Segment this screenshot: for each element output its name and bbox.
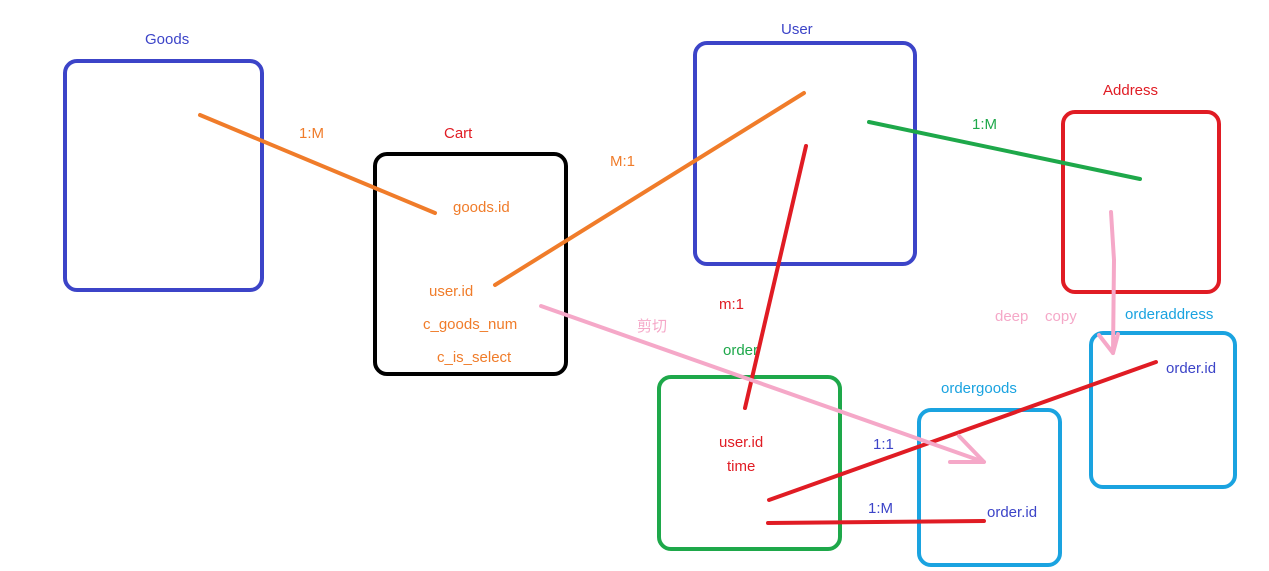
order-box	[657, 375, 842, 551]
cart-field-user-id: user.id	[429, 283, 473, 300]
order-title: order	[723, 342, 758, 359]
relation-label-cart-user: M:1	[610, 153, 635, 170]
arrow-cart-to-order	[539, 304, 986, 464]
goods-box	[63, 59, 264, 292]
cart-field-goods-id: goods.id	[453, 199, 510, 216]
connector-order-ordergoods	[766, 519, 986, 525]
cart-field-is-select: c_is_select	[437, 349, 512, 366]
address-title: Address	[1103, 82, 1158, 99]
connector-user-address	[867, 120, 1142, 181]
ordergoods-field-order-id: order.id	[987, 504, 1037, 521]
orderaddress-title: orderaddress	[1125, 306, 1213, 323]
relation-label-order-orderaddress: 1:1	[873, 436, 894, 453]
connector-cart-user	[493, 91, 806, 287]
relation-label-goods-cart: 1:M	[299, 125, 324, 142]
address-box	[1061, 110, 1221, 294]
relation-label-cart-to-order: 剪切	[637, 318, 667, 335]
connector-order-user	[743, 144, 808, 410]
order-field-time: time	[727, 458, 755, 475]
orderaddress-field-order-id: order.id	[1166, 360, 1216, 377]
connector-order-orderaddress	[767, 360, 1158, 502]
goods-title: Goods	[145, 31, 189, 48]
user-title: User	[781, 21, 813, 38]
ordergoods-box	[917, 408, 1062, 567]
cart-box	[373, 152, 568, 376]
arrow-address-to-orderaddress	[1097, 210, 1120, 355]
ordergoods-title: ordergoods	[941, 380, 1017, 397]
cart-title: Cart	[444, 125, 473, 142]
cart-field-goods-num: c_goods_num	[423, 316, 517, 333]
orderaddress-box	[1089, 331, 1237, 489]
connector-goods-cart	[198, 113, 437, 215]
relation-label-order-user: m:1	[719, 296, 744, 313]
order-field-user-id: user.id	[719, 434, 763, 451]
user-box	[693, 41, 917, 266]
relation-label-address-to-orderaddress: deep copy	[995, 308, 1077, 325]
relation-label-order-ordergoods: 1:M	[868, 500, 893, 517]
relation-label-user-address: 1:M	[972, 116, 997, 133]
